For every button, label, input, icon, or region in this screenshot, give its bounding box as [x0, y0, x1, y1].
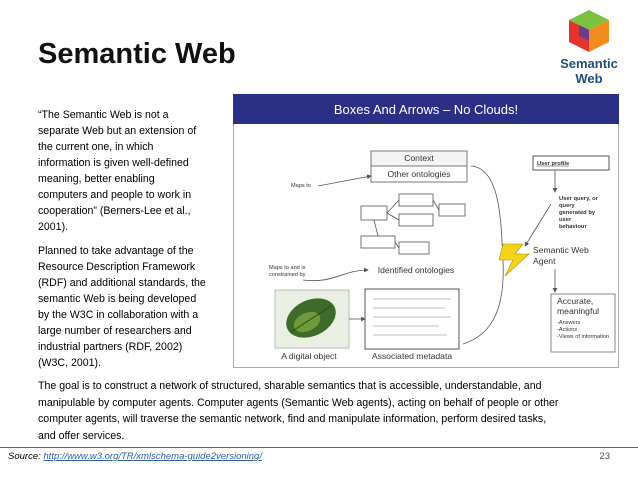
accurate-line2: meaningful: [557, 306, 599, 316]
goal-line: computer agents, will traverse the seman…: [38, 413, 547, 425]
query-arrow: [524, 203, 552, 247]
source-link[interactable]: http://www.w3.org/TR/xmlschema-guide2ver…: [43, 451, 262, 462]
rdf-paragraph: Planned to take advantage of the Resourc…: [38, 243, 228, 371]
rdf-line: (RDF) and additional standards, the: [38, 277, 206, 289]
source-citation: Source: http://www.w3.org/TR/xmlschema-g…: [8, 451, 262, 462]
semantic-web-logo: Semantic Web: [560, 10, 618, 86]
accurate-line1: Accurate,: [557, 296, 593, 306]
maps-to-constrained-label-2: constrained by: [269, 272, 306, 278]
user-query-line: user: [559, 217, 572, 223]
agent-label-line1: Semantic Web: [533, 245, 589, 255]
logo-text-line2: Web: [575, 71, 602, 86]
output-panel: [550, 293, 616, 353]
maps-to-constrained-label-1: Maps to and is: [269, 265, 306, 271]
output-bullet: -Actions: [557, 327, 577, 333]
user-query-line: query: [559, 203, 576, 209]
other-ontologies-box: [370, 165, 468, 183]
source-label: Source:: [8, 451, 41, 462]
page-number: 23: [599, 451, 610, 462]
tree-edge: [386, 199, 400, 214]
quote-line: computers and people to work in: [38, 189, 192, 201]
tree-node-b: [398, 213, 434, 227]
metadata-box: [364, 288, 460, 350]
logo-cube-inner: [579, 25, 589, 41]
rdf-line: large number of researchers and: [38, 325, 192, 337]
goal-paragraph: The goal is to construct a network of st…: [38, 378, 613, 444]
tree-edge: [373, 219, 379, 237]
associated-metadata-label: Associated metadata: [372, 351, 452, 361]
tree-edge: [394, 241, 400, 249]
context-label: Context: [404, 153, 434, 163]
tree-node-c: [438, 203, 466, 217]
user-profile-box: [532, 155, 610, 171]
constrained-arrow: [302, 267, 369, 282]
logo-text-line1: Semantic: [560, 56, 618, 71]
logo-cube-right: [589, 20, 609, 52]
user-query-line: generated by: [559, 210, 596, 216]
rdf-line: (W3C, 2001).: [38, 357, 101, 369]
diagram-banner-title: Boxes And Arrows – No Clouds!: [334, 102, 518, 117]
leaf-icon: [286, 298, 336, 338]
rdf-line: semantic Web is being developed: [38, 293, 197, 305]
agent-lightning-icon: [498, 243, 530, 277]
output-bullet: -Answers: [557, 320, 581, 326]
boxes-and-arrows-diagram: Boxes And Arrows – No Clouds! Context Ot…: [233, 94, 619, 368]
output-bullet: -Views of information: [557, 334, 609, 340]
user-profile-label: User profile: [537, 161, 570, 167]
user-query-line: User query, or: [559, 196, 599, 202]
metadata-lines: [373, 298, 451, 336]
rdf-line: Planned to take advantage of the: [38, 245, 194, 257]
rdf-line: by the W3C in collaboration with a: [38, 309, 199, 321]
tree-node-root: [360, 205, 388, 221]
goal-line: manipulable by computer agents. Computer…: [38, 396, 559, 409]
tree-node-d: [360, 235, 396, 249]
quote-line: 2001).: [38, 221, 69, 233]
rdf-line: Resource Description Framework: [38, 261, 196, 273]
goal-line: The goal is to construct a network of st…: [38, 380, 542, 392]
quote-line: the current one, in which: [38, 141, 154, 153]
identified-ontologies-label: Identified ontologies: [378, 265, 454, 275]
tree-node-e: [398, 241, 430, 255]
logo-cube-icon: [569, 10, 609, 52]
other-ontologies-label: Other ontologies: [387, 169, 450, 179]
tree-node-a: [398, 193, 434, 207]
tree-edge: [432, 199, 440, 211]
user-query-line: behaviour: [559, 224, 587, 230]
tree-edge: [386, 212, 400, 221]
source-divider: [0, 447, 638, 448]
quote-line: cooperation” (Berners-Lee et al.,: [38, 205, 191, 217]
digital-object-label: A digital object: [281, 351, 337, 361]
quote-line: separate Web but an extension of: [38, 125, 197, 137]
maps-to-label: Maps to: [291, 183, 311, 189]
quote-paragraph: “The Semantic Web is not a separate Web …: [38, 107, 228, 235]
diagram-banner: [233, 94, 619, 124]
rdf-line: industrial partners (RDF, 2002): [38, 341, 183, 353]
maps-to-arrow: [317, 174, 372, 187]
ontology-tree: [360, 193, 466, 255]
quote-line: information is given well-defined: [38, 157, 189, 169]
slide-title: Semantic Web: [38, 38, 236, 70]
goal-line: and offer services.: [38, 429, 125, 442]
agent-label-line2: Agent: [533, 256, 556, 266]
quote-line: meaning, better enabling: [38, 173, 155, 185]
quote-line: “The Semantic Web is not a: [38, 109, 169, 121]
